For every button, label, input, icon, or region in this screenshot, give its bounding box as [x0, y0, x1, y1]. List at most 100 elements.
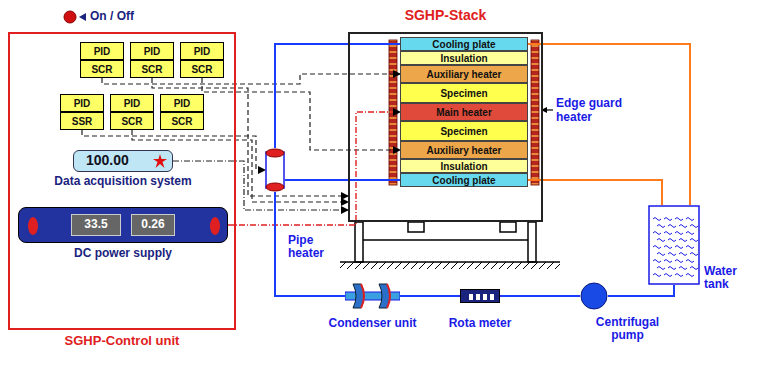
water-ripple — [686, 260, 694, 263]
water-ripple — [690, 267, 698, 270]
tank-wall — [649, 206, 699, 284]
power-button — [64, 11, 76, 23]
layer-text: Specimen — [440, 88, 487, 99]
stack-frame: SGHP-StackCooling plateInsulationAuxilia… — [348, 32, 543, 222]
lamp-burst — [153, 154, 167, 168]
meter-tick — [483, 294, 487, 300]
stack-layer: Auxiliary heater — [400, 141, 528, 159]
water-ripple — [653, 260, 661, 263]
stack-layer: Cooling plate — [400, 37, 528, 51]
condenser-fin — [379, 284, 390, 308]
water-ripple — [679, 267, 687, 270]
water-ripple — [675, 232, 683, 235]
condenser-fin-edge — [361, 284, 364, 308]
connector — [528, 44, 690, 205]
water-ripple — [679, 225, 687, 228]
connector — [228, 112, 400, 225]
stack-layer: Specimen — [400, 121, 528, 141]
condenser-fin-edge — [387, 284, 390, 308]
controller-cell: SCR — [110, 112, 154, 130]
water-ripple — [675, 246, 683, 249]
fan-icon — [210, 217, 220, 235]
water-ripple — [657, 225, 665, 228]
meter-display: 33.5 — [71, 214, 121, 236]
shape-figure — [580, 282, 608, 310]
controller-cell: SCR — [80, 60, 124, 78]
controller-text: SCR — [121, 116, 142, 127]
water-ripple — [679, 253, 687, 256]
connector — [275, 44, 400, 148]
shape-figure — [265, 148, 285, 192]
water-ripple — [675, 274, 683, 277]
shape-figure — [19, 208, 229, 244]
connector — [528, 180, 662, 205]
condenser-pipe — [345, 292, 400, 300]
display-panel: 100.00 — [73, 150, 173, 172]
controller-cell: PID — [110, 94, 154, 112]
controller-box: PID SSR — [60, 94, 104, 130]
connector — [285, 179, 400, 181]
controller-box: PIDSCR — [160, 94, 204, 130]
controller-text: SSR — [72, 116, 93, 127]
controller-text: SCR — [91, 64, 112, 75]
rota-meter-body — [460, 289, 500, 303]
control-unit-panel: SGHP-Control unitPIDSCRPIDSCRPIDSCRPIDSS… — [8, 32, 236, 330]
shape-figure — [345, 283, 400, 309]
controller-text: SCR — [191, 64, 212, 75]
layer-text: Cooling plate — [432, 39, 495, 50]
water-ripple — [664, 260, 672, 263]
condenser: Condenser unit — [310, 283, 435, 343]
controller-cell: SCR — [130, 60, 174, 78]
fan-icon — [28, 217, 38, 235]
stack-layer: Insulation — [400, 159, 528, 173]
meter-tick — [469, 294, 473, 300]
controller-box: PID SCR — [80, 42, 124, 78]
component-label: Centrifugal pump — [585, 316, 670, 342]
heater-end — [266, 149, 284, 157]
component-label: Pipe heater — [288, 234, 342, 260]
rota-meter: Rota meter — [440, 283, 520, 343]
condenser-body — [345, 283, 400, 309]
water-ripple — [668, 225, 676, 228]
shape-figure — [648, 205, 700, 285]
dc-power-supply: 33.50.26DC power supply — [18, 207, 228, 265]
controller-text: SCR — [141, 64, 162, 75]
water-ripple — [686, 246, 694, 249]
component-label: Data acquisition system — [38, 175, 208, 188]
component-label: Water tank — [704, 265, 762, 291]
connector — [202, 78, 400, 150]
pump-body — [580, 282, 608, 310]
water-ripple — [664, 246, 672, 249]
centrifugal-pump: Centrifugal pump — [570, 282, 680, 372]
switch-label: On / Off — [90, 10, 160, 24]
controller-cell: SCR — [180, 60, 224, 78]
water-ripple — [657, 239, 665, 242]
controller-text: PID — [94, 46, 111, 57]
controller-text: PID — [74, 98, 91, 109]
water-ripple — [653, 274, 661, 277]
water-ripple — [668, 267, 676, 270]
stand — [340, 222, 560, 262]
water-ripple — [664, 274, 672, 277]
condenser-fin — [353, 284, 364, 308]
layer-text: Cooling plate — [432, 175, 495, 186]
meter-tick — [490, 294, 494, 300]
tank-body — [648, 205, 700, 285]
component-label: Condenser unit — [310, 317, 435, 330]
controller-cell: SCR — [160, 112, 204, 130]
controller-cell: PID — [60, 94, 104, 112]
meter-value: 33.5 — [84, 218, 107, 231]
controller-box: PID SCR — [180, 42, 224, 78]
water-ripple — [668, 253, 676, 256]
layer-text: Auxiliary heater — [426, 145, 501, 156]
meter-display: 0.26 — [131, 214, 175, 236]
heater-end — [266, 183, 284, 191]
water-ripple — [675, 218, 683, 221]
controller-cell: PID — [180, 42, 224, 60]
stack-layer: Main heater — [400, 103, 528, 121]
water-ripple — [686, 274, 694, 277]
water-ripple — [686, 218, 694, 221]
data-acquisition: 100.00Data acquisition system — [38, 147, 208, 193]
status-lamp — [152, 153, 168, 169]
